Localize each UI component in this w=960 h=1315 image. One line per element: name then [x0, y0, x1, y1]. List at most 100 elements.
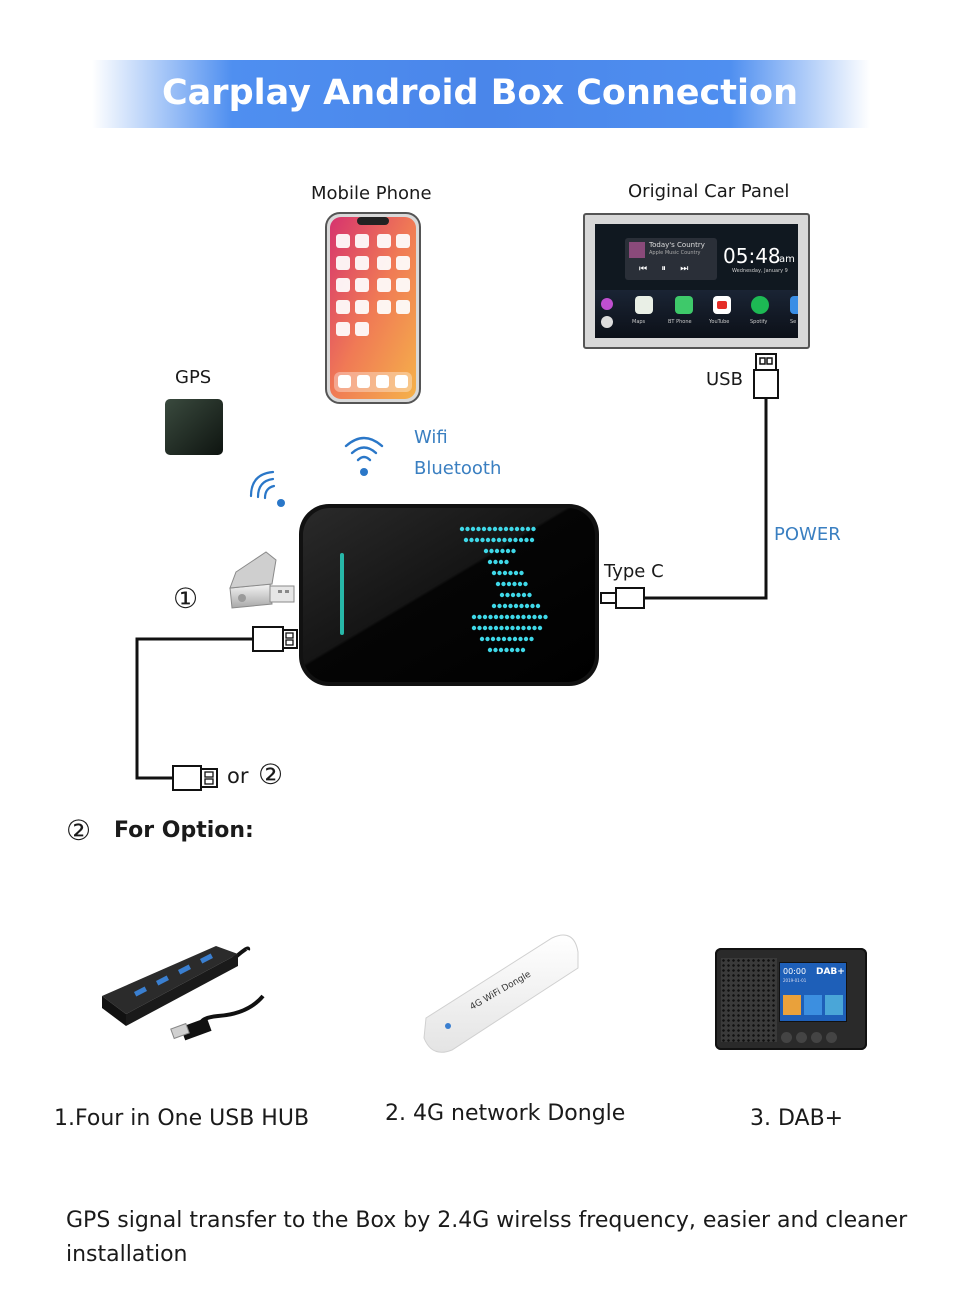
caption-dab: 3. DAB+	[750, 1106, 844, 1131]
led-dot	[512, 581, 517, 587]
led-dot	[494, 548, 500, 554]
type-c-label: Type C	[604, 561, 664, 582]
led-dot	[543, 614, 548, 620]
led-dot	[510, 592, 516, 598]
led-dot	[496, 537, 502, 543]
led-dot	[490, 636, 496, 642]
led-dot	[520, 647, 526, 653]
led-dot	[505, 548, 511, 554]
led-dot	[496, 636, 501, 642]
led-dot	[504, 625, 510, 631]
car-screen-time: 05:48	[723, 244, 781, 268]
led-dot	[521, 614, 526, 620]
led-dot	[483, 548, 489, 554]
power-label: POWER	[774, 524, 841, 545]
title-banner	[92, 60, 870, 128]
led-dot	[459, 526, 465, 532]
led-dot	[519, 570, 524, 576]
led-dot	[521, 625, 526, 631]
led-dot	[518, 537, 524, 543]
led-dot	[504, 614, 510, 620]
led-dot	[519, 603, 524, 609]
led-dot	[479, 636, 485, 642]
led-dot	[495, 581, 501, 587]
option-marker: ②	[66, 814, 92, 847]
dab-screen: 00:00 2019-01-01 DAB+	[779, 962, 847, 1022]
led-dot	[503, 526, 509, 532]
led-dot	[492, 526, 498, 532]
led-dot	[477, 625, 482, 631]
led-dot	[480, 537, 485, 543]
led-dot	[502, 537, 507, 543]
led-dot	[493, 614, 499, 620]
led-dot	[463, 537, 469, 543]
usb-label: USB	[706, 369, 743, 390]
led-dot	[518, 636, 523, 642]
led-dot	[530, 603, 535, 609]
led-dot	[491, 570, 497, 576]
mobile-phone-label: Mobile Phone	[311, 183, 432, 204]
car-app-1: BT Phone	[668, 319, 692, 325]
led-dot	[493, 625, 499, 631]
led-dot	[502, 570, 508, 576]
wifi-icon	[344, 436, 384, 476]
led-dot	[507, 636, 512, 642]
led-dot	[501, 581, 506, 587]
led-dot	[515, 625, 521, 631]
led-dot	[499, 592, 505, 598]
led-dot	[493, 647, 498, 653]
led-dot	[514, 526, 520, 532]
led-dot	[526, 614, 532, 620]
led-dot	[491, 537, 496, 543]
led-dot	[485, 636, 490, 642]
led-dot	[513, 603, 519, 609]
led-dot	[497, 570, 502, 576]
dab-radio-image: 00:00 2019-01-01 DAB+	[715, 948, 867, 1050]
led-dot	[474, 537, 480, 543]
led-dot	[515, 614, 521, 620]
gps-label: GPS	[175, 367, 212, 388]
led-dot	[526, 625, 532, 631]
car-app-2: YouTube	[709, 319, 730, 325]
led-dot	[476, 526, 481, 532]
dab-screen-time: 00:00	[783, 967, 807, 976]
caption-usb-hub: 1.Four in One USB HUB	[54, 1106, 310, 1131]
led-dot	[517, 581, 523, 587]
dab-buttons	[781, 1028, 845, 1043]
led-dot	[485, 537, 491, 543]
usb-hub-image	[102, 946, 265, 1041]
led-dot	[489, 548, 494, 554]
caption-4g-dongle: 2. 4G network Dongle	[385, 1101, 626, 1126]
led-dot	[532, 614, 537, 620]
led-dot	[508, 603, 513, 609]
car-screen-station: Today's Country	[649, 241, 705, 249]
led-dot	[469, 537, 474, 543]
car-screen-ampm: am	[779, 254, 795, 265]
led-dot	[504, 647, 509, 653]
mobile-phone-image	[325, 212, 421, 404]
led-dot	[527, 592, 532, 598]
car-panel-image: Today's Country Apple Music Country ⏮ ⏸ …	[583, 213, 810, 349]
led-dot	[499, 614, 504, 620]
led-dot	[524, 603, 530, 609]
led-dot	[509, 647, 515, 653]
bluetooth-label: Bluetooth	[414, 458, 502, 479]
led-dot	[465, 526, 470, 532]
led-dot	[537, 625, 543, 631]
led-dot	[487, 559, 493, 565]
led-dot	[477, 614, 482, 620]
footer-text: GPS signal transfer to the Box by 2.4G w…	[66, 1208, 908, 1267]
led-dot	[510, 614, 515, 620]
led-dot	[498, 526, 503, 532]
led-dot	[507, 537, 513, 543]
led-dot	[498, 647, 504, 653]
led-dot	[497, 603, 502, 609]
led-dot	[488, 614, 493, 620]
led-dot	[501, 636, 507, 642]
led-dot	[512, 636, 518, 642]
dab-screen-date: 2019-01-01	[783, 978, 807, 983]
marker-1: ①	[173, 582, 199, 615]
led-dot	[500, 548, 505, 554]
car-app-4: Se	[790, 319, 797, 325]
led-dot	[508, 570, 513, 576]
